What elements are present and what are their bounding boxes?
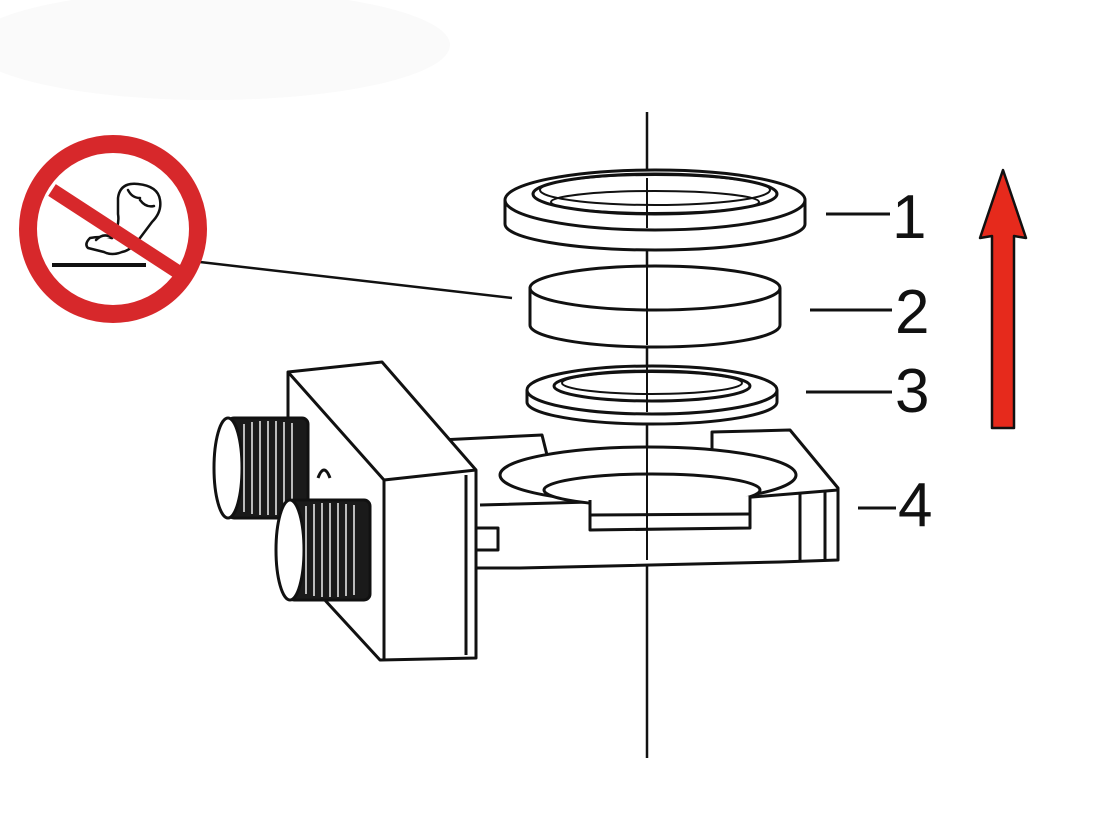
thick-ring xyxy=(503,168,807,252)
callout-label-3: 3 xyxy=(895,357,929,426)
knurled-knob-lower xyxy=(274,498,372,602)
arrow-up-icon xyxy=(978,168,1028,430)
background-smudge xyxy=(0,0,450,100)
callout-label-2: 2 xyxy=(895,278,929,347)
thin-ring xyxy=(525,364,779,426)
solid-disc xyxy=(528,264,782,349)
callout-label-4: 4 xyxy=(898,471,932,540)
leader-line-warning xyxy=(199,260,513,300)
knurled-knob-upper xyxy=(212,416,310,520)
no-touch-icon xyxy=(19,135,207,323)
callout-label-1: 1 xyxy=(892,183,926,252)
